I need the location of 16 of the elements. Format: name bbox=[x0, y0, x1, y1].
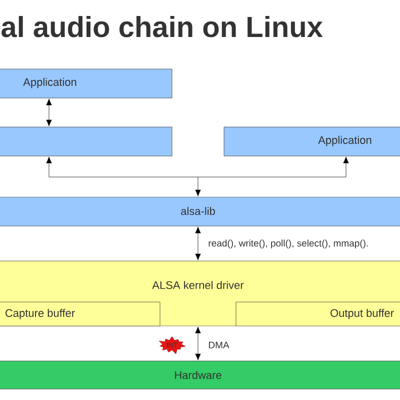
buffer-box: Capture buffer bbox=[0, 302, 160, 326]
edge-label: DMA bbox=[207, 340, 230, 350]
hardware-box: Hardware bbox=[0, 360, 400, 390]
layer-box: Application bbox=[0, 68, 172, 98]
arrow bbox=[198, 156, 349, 178]
title: al audio chain on Linux bbox=[2, 16, 323, 38]
layer-box bbox=[0, 126, 172, 156]
layer-box: alsa-lib bbox=[0, 196, 400, 226]
arrow bbox=[195, 326, 201, 360]
arrow bbox=[195, 176, 201, 196]
arrow bbox=[46, 98, 52, 126]
layer-box: Application bbox=[224, 126, 400, 156]
buffer-box: Output buffer bbox=[236, 302, 400, 326]
edge-label: read(), write(), poll(), select(), mmap(). bbox=[207, 238, 370, 250]
arrow bbox=[46, 156, 198, 178]
arrow bbox=[195, 226, 201, 260]
